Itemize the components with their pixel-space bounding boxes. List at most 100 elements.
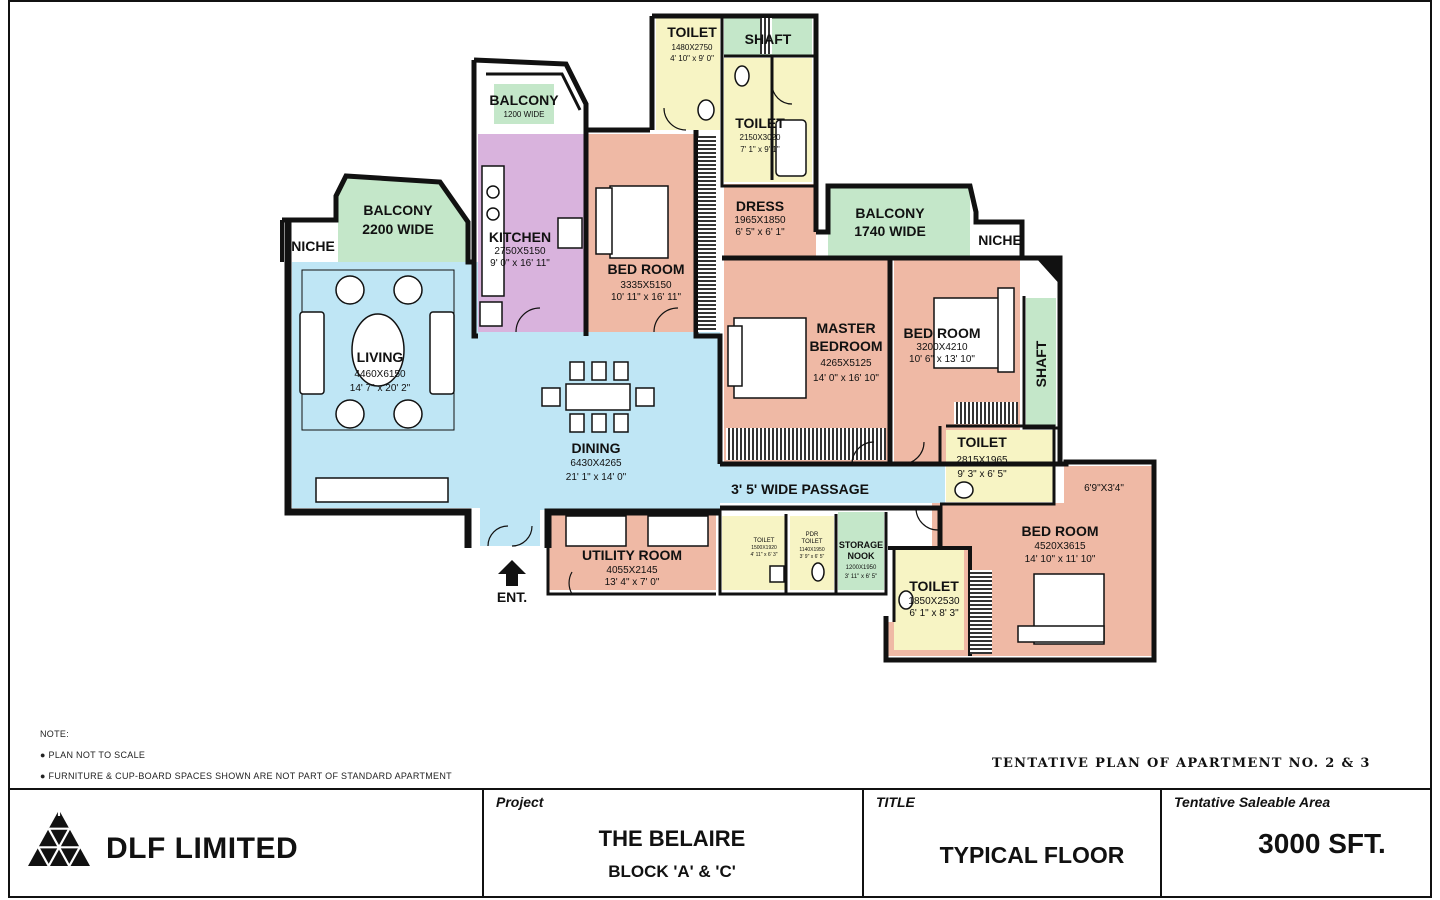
shaft-top-name: SHAFT bbox=[745, 31, 792, 47]
floor-plan: TOILET 1480X2750 4' 10" x 9' 0" SHAFT TO… bbox=[280, 13, 1157, 663]
bedroom-3-extra: 6'9"X3'4" bbox=[1084, 483, 1124, 494]
dining-imperial: 21' 1" x 14' 0" bbox=[566, 472, 627, 483]
dress-name: DRESS bbox=[736, 198, 784, 214]
bedroom-2-imperial: 10' 6" x 13' 10" bbox=[909, 354, 975, 365]
master-bedroom-name-2: BEDROOM bbox=[809, 338, 882, 354]
bedroom-1-dims: 3335X5150 bbox=[620, 280, 672, 291]
niche-left-area bbox=[290, 222, 336, 262]
storage-name-2: NOOK bbox=[848, 551, 876, 561]
dining-name: DINING bbox=[572, 440, 621, 456]
storage-area bbox=[838, 512, 884, 590]
utility-imperial: 13' 4" x 7' 0" bbox=[605, 577, 660, 588]
tentative-plan-title: TENTATIVE PLAN OF APARTMENT NO. 2 & 3 bbox=[992, 756, 1371, 771]
storage-name-1: STORAGE bbox=[839, 540, 883, 550]
notes-heading: NOTE: bbox=[40, 729, 70, 739]
furniture bbox=[299, 65, 1105, 645]
bedroom-3-dims: 4520X3615 bbox=[1034, 541, 1086, 552]
doors bbox=[487, 83, 939, 595]
note-item-text: FURNITURE & CUP-BOARD SPACES SHOWN ARE N… bbox=[48, 771, 452, 781]
walls bbox=[280, 13, 1157, 663]
kitchen-dims: 2750X5150 bbox=[494, 246, 546, 257]
storage-imperial: 3' 11" x 6' 5" bbox=[845, 574, 877, 580]
area-value: 3000 SFT. bbox=[1258, 828, 1386, 859]
shaft-right-area bbox=[1026, 298, 1056, 426]
bedroom-2-dims: 3200X4210 bbox=[916, 342, 968, 353]
dress-area bbox=[724, 184, 816, 258]
kitchen-imperial: 9' 0" x 16' 11" bbox=[490, 258, 550, 269]
balcony-living-dims: 2200 WIDE bbox=[362, 221, 434, 237]
dining-dims: 6430X4265 bbox=[570, 458, 622, 469]
niche-right-area bbox=[980, 222, 1020, 254]
toilet-top-2-imperial: 7' 1" x 9' 1" bbox=[740, 145, 780, 154]
triangle-logo-icon bbox=[28, 810, 90, 867]
title-cell: TITLE TYPICAL FLOOR bbox=[864, 790, 1162, 898]
bedroom-3-name: BED ROOM bbox=[1022, 523, 1099, 539]
pdr-toilet-imperial: 3' 9" x 6' 5" bbox=[800, 554, 825, 560]
project-label: Project bbox=[496, 794, 544, 810]
living-name: LIVING bbox=[357, 349, 404, 365]
storage-dims: 1200X1950 bbox=[846, 565, 877, 571]
entrance-arrow bbox=[498, 560, 526, 586]
note-item-text: PLAN NOT TO SCALE bbox=[48, 750, 146, 760]
toilet-bottom-imperial: 6' 1" x 8' 3" bbox=[909, 608, 959, 619]
toilet-bottom-name: TOILET bbox=[909, 578, 959, 594]
bedroom-2-name: BED ROOM bbox=[904, 325, 981, 341]
living-imperial: 14' 7" x 20' 2" bbox=[350, 383, 411, 394]
project-block: BLOCK 'A' & 'C' bbox=[608, 862, 736, 881]
notes: NOTE: ● PLAN NOT TO SCALE ● FURNITURE & … bbox=[40, 724, 452, 787]
master-bedroom-imperial: 14' 0" x 16' 10" bbox=[813, 373, 879, 384]
room-labels: TOILET 1480X2750 4' 10" x 9' 0" SHAFT TO… bbox=[291, 24, 1124, 619]
toilet-mid-imperial: 9' 3" x 6' 5" bbox=[957, 469, 1007, 480]
dress-dims: 1965X1850 bbox=[734, 215, 786, 226]
wardrobes bbox=[698, 18, 1018, 654]
title-label: TITLE bbox=[876, 794, 915, 810]
pdr-toilet-area bbox=[790, 516, 834, 590]
bedroom-3-imperial: 14' 10" x 11' 10" bbox=[1025, 554, 1096, 565]
toilet-top-1-dims: 1480X2750 bbox=[672, 43, 713, 52]
kitchen-name: KITCHEN bbox=[489, 229, 551, 245]
niche-right-name: NICHE bbox=[978, 232, 1022, 248]
area-cell: Tentative Saleable Area 3000 SFT. bbox=[1162, 790, 1430, 898]
toilet-small-name: TOILET bbox=[754, 538, 775, 544]
toilet-top-2-dims: 2150X3020 bbox=[740, 133, 781, 142]
project-cell: Project THE BELAIRE BLOCK 'A' & 'C' bbox=[484, 790, 864, 898]
balcony-living-name: BALCONY bbox=[363, 202, 433, 218]
toilet-small-imperial: 4' 11" x 6' 3" bbox=[750, 552, 777, 558]
pdr-toilet-name-2: TOILET bbox=[802, 539, 823, 545]
company-cell: DLF LIMITED bbox=[8, 790, 484, 898]
toilet-mid-dims: 2815X1965 bbox=[956, 455, 1008, 466]
company-name: DLF LIMITED bbox=[106, 832, 299, 865]
project-name: THE BELAIRE bbox=[598, 826, 746, 851]
shaft-right-name: SHAFT bbox=[1033, 340, 1049, 387]
living-dims: 4460X6150 bbox=[354, 369, 406, 380]
dlf-logo bbox=[26, 808, 92, 868]
bedroom-1-imperial: 10' 11" x 16' 11" bbox=[611, 292, 681, 303]
utility-name: UTILITY ROOM bbox=[582, 547, 682, 563]
balcony-master-name: BALCONY bbox=[855, 205, 925, 221]
master-bedroom-name-1: MASTER bbox=[816, 320, 875, 336]
toilet-bottom-dims: 1850X2530 bbox=[908, 596, 960, 607]
dress-imperial: 6' 5" x 6' 1" bbox=[735, 227, 785, 238]
entrance-label: ENT. bbox=[497, 589, 527, 605]
balcony-master-area bbox=[828, 186, 970, 256]
toilet-mid-name: TOILET bbox=[957, 434, 1007, 450]
note-item: ● PLAN NOT TO SCALE bbox=[40, 750, 146, 760]
pdr-toilet-name-1: PDR bbox=[806, 532, 819, 538]
balcony-master-dims: 1740 WIDE bbox=[854, 223, 926, 239]
toilet-top-2-name: TOILET bbox=[735, 115, 785, 131]
bedroom-1-name: BED ROOM bbox=[608, 261, 685, 277]
note-item: ● FURNITURE & CUP-BOARD SPACES SHOWN ARE… bbox=[40, 771, 452, 781]
title-block: DLF LIMITED Project THE BELAIRE BLOCK 'A… bbox=[8, 788, 1432, 898]
title-value: TYPICAL FLOOR bbox=[939, 842, 1125, 868]
toilet-top-1-imperial: 4' 10" x 9' 0" bbox=[670, 54, 714, 63]
toilet-small-dims: 1500X1920 bbox=[751, 545, 777, 551]
balcony-kitchen-dims: 1200 WIDE bbox=[504, 110, 545, 119]
toilet-top-1-name: TOILET bbox=[667, 24, 717, 40]
utility-dims: 4055X2145 bbox=[606, 565, 658, 576]
niche-left-name: NICHE bbox=[291, 238, 335, 254]
master-bedroom-dims: 4265X5125 bbox=[820, 358, 872, 369]
pdr-toilet-dims: 1140X1950 bbox=[799, 547, 824, 553]
balcony-kitchen-name: BALCONY bbox=[489, 92, 559, 108]
page-frame bbox=[8, 0, 1432, 898]
passage-name: 3' 5' WIDE PASSAGE bbox=[731, 481, 869, 497]
